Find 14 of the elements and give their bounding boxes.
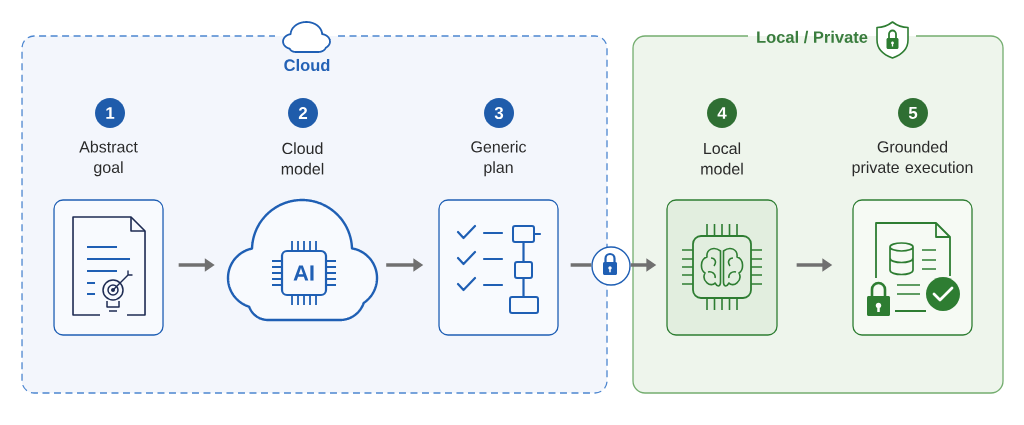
step-label: Cloud model bbox=[281, 142, 324, 175]
step-label: Grounded private execution bbox=[852, 140, 973, 177]
group-heading: Local / Private bbox=[757, 30, 868, 44]
step-label: Abstract goal bbox=[79, 140, 138, 177]
number-badge: 3 bbox=[484, 98, 514, 128]
number-badge: 2 bbox=[288, 98, 318, 128]
group-heading: Cloud bbox=[284, 58, 330, 72]
number-badge: 4 bbox=[707, 98, 737, 128]
processor-chip: AI bbox=[271, 240, 337, 306]
step-label: Local model bbox=[701, 142, 743, 175]
number-badge: 5 bbox=[898, 98, 928, 128]
step-label: Generic plan bbox=[471, 140, 527, 177]
number-badge: 1 bbox=[95, 98, 125, 128]
connector-line bbox=[570, 263, 592, 267]
